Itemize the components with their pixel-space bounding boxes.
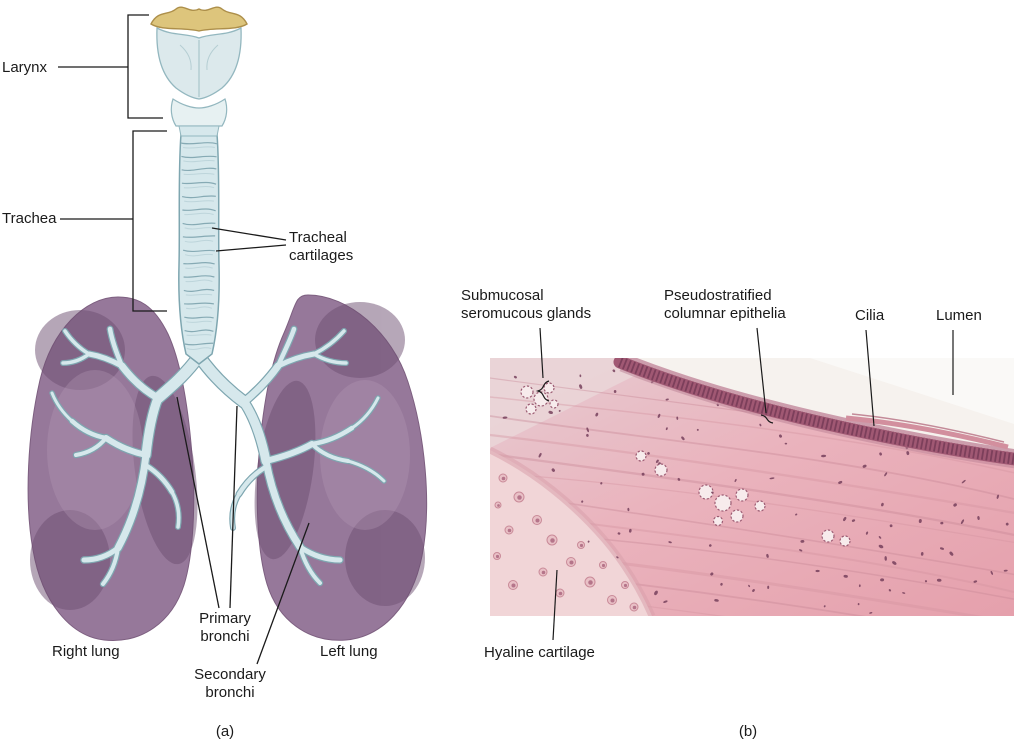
- cilia-leader: [865, 329, 875, 427]
- pseudostratified-leader: [756, 327, 767, 414]
- seromucous-glands: [520, 382, 851, 547]
- hyaline-cartilage-leader: [552, 569, 558, 641]
- caption-panel-b: (b): [738, 723, 758, 740]
- micrograph-image: [490, 358, 1014, 616]
- larynx-shape: [150, 6, 248, 137]
- hyaline-cartilage-region: [490, 450, 652, 616]
- label-lumen: Lumen: [936, 307, 982, 324]
- label-left-lung: Left lung: [320, 643, 378, 660]
- tracheal-cartilage-leader-1: [211, 227, 287, 241]
- label-primary-bronchi: Primary bronchi: [199, 610, 251, 646]
- cartilage-lacunae: [493, 473, 639, 612]
- trachea-shape: [178, 133, 220, 365]
- panel-a-pointer-lines: [58, 14, 310, 665]
- label-larynx: Larynx: [2, 59, 48, 76]
- caption-panel-a: (a): [215, 723, 235, 740]
- primary-bronchi-leader-1: [176, 396, 220, 609]
- secondary-bronchi-leader: [256, 522, 310, 665]
- trachea-bracket: [132, 130, 167, 312]
- label-tracheal-cartilages: Tracheal cartilages: [289, 229, 354, 265]
- label-secondary-bronchi: Secondary bronchi: [194, 666, 266, 702]
- submucosal-leader: [539, 327, 544, 379]
- primary-bronchi-leader-2: [229, 405, 238, 609]
- pseudostratified-brace: [760, 414, 774, 424]
- label-trachea: Trachea: [2, 210, 57, 227]
- label-submucosal-glands: Submucosal seromucous glands: [461, 287, 592, 323]
- detached-epithelium-flap: [845, 415, 1009, 450]
- tracheal-rings: [181, 142, 218, 350]
- label-pseudostratified-epithelia: Pseudostratified columnar epithelia: [664, 287, 786, 323]
- lung-shading: [30, 302, 425, 610]
- label-right-lung: Right lung: [52, 643, 120, 660]
- submucosal-brace: [535, 380, 550, 402]
- panel-a-illustration: [27, 6, 428, 641]
- tracheal-cartilage-leader-2: [215, 244, 287, 252]
- panel-b-pointer-lines: [535, 327, 954, 641]
- label-hyaline-cartilage: Hyaline cartilage: [484, 644, 595, 661]
- label-cilia: Cilia: [855, 307, 885, 324]
- cilia-fringe: [627, 358, 1014, 453]
